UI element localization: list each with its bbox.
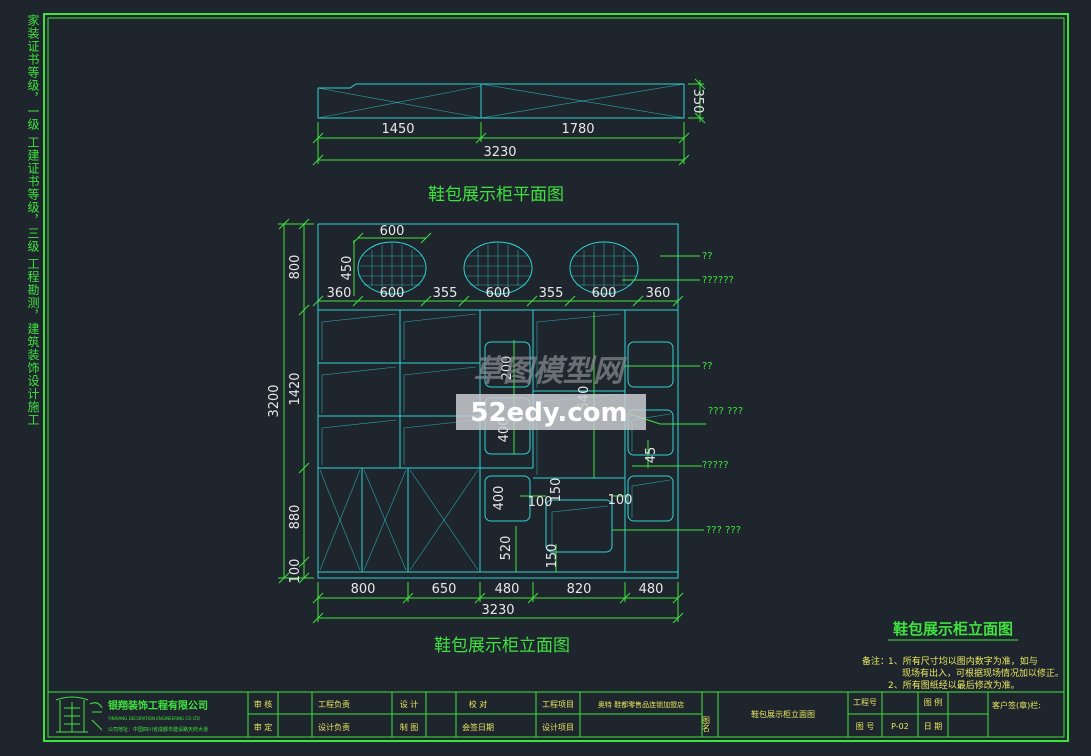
bottom-dim-3230: 3230 <box>481 603 514 618</box>
drawing-name: 鞋包展示柜立面图 <box>893 620 1013 638</box>
drawing-title: 鞋包展示柜立面图 <box>751 709 815 719</box>
left-dim-100: 100 <box>288 559 303 584</box>
label-sign-date: 会签日期 <box>462 722 494 732</box>
watermark-line1: 草图模型网 <box>473 354 627 389</box>
label-scale: 图 例 <box>924 697 943 707</box>
company-address: 公司地址：中国四川省成都市建设路天府大道 <box>108 726 208 733</box>
notes-line-2: 现场有出入，可根据现场情况加以修正。 <box>902 667 1064 679</box>
sheet-value: P-02 <box>891 722 909 731</box>
plan-dim-350: 350 <box>690 89 705 114</box>
elevation-title: 鞋包展示柜立面图 <box>434 636 570 656</box>
leader-1: ?? <box>702 251 713 262</box>
notes-label: 备注： <box>862 655 889 667</box>
watermark-line2: 52edy.com <box>470 398 627 428</box>
label-eng-lead: 工程负责 <box>318 699 350 709</box>
label-date: 日 期 <box>924 722 943 731</box>
circle-width-dim: 600 <box>380 224 405 239</box>
bottom-dim-650: 650 <box>432 582 457 597</box>
plan-title: 鞋包展示柜平面图 <box>428 185 564 205</box>
company-logo-icon <box>55 696 103 733</box>
company-name: 银翔装饰工程有限公司 <box>108 699 208 712</box>
inner-dim-200: 200 <box>500 356 515 381</box>
top-dim-6: 360 <box>646 286 671 301</box>
elevation-view: 360 600 355 600 355 600 360 600 450 3200… <box>267 218 743 656</box>
bottom-dim-800: 800 <box>351 582 376 597</box>
label-design-item: 设计项目 <box>542 722 574 732</box>
inner-dim-150b: 150 <box>545 544 560 569</box>
notes-line-1: 1、所有尺寸均以图内数字为准，如与 <box>888 655 1038 667</box>
leader-3: ?? <box>702 361 713 372</box>
label-sheet-no: 图 号 <box>856 722 875 731</box>
label-drafter: 制 图 <box>400 722 419 732</box>
plan-view: 1450 1780 3230 350 鞋包展示柜平面图 <box>312 78 706 205</box>
circle-cutout-2 <box>463 241 533 295</box>
project-name: 奥特 鞋都零售品连锁加盟店 <box>598 700 684 709</box>
inner-dim-520: 520 <box>499 536 514 561</box>
label-check: 审 定 <box>254 722 273 732</box>
inner-dim-100b: 100 <box>608 493 633 508</box>
top-dim-5: 600 <box>592 286 617 301</box>
plan-dim-1450: 1450 <box>381 122 414 137</box>
top-dim-2: 355 <box>433 286 458 301</box>
plan-dim-3230: 3230 <box>483 145 516 160</box>
left-dim-880: 880 <box>288 505 303 530</box>
watermark: 草图模型网 52edy.com <box>456 354 646 430</box>
right-section <box>533 310 674 572</box>
top-dim-4: 355 <box>539 286 564 301</box>
label-project: 工程项目 <box>542 700 574 709</box>
inner-dim-150a: 150 <box>549 478 564 503</box>
side-note: 家装证书等级，一级 工建证书等级，三级 工程勘测，建筑装饰设计施工 <box>26 14 40 427</box>
label-drawing: 图名 <box>702 716 711 733</box>
lower-doors <box>319 468 479 572</box>
leader-2: ?????? <box>702 275 734 286</box>
label-design-lead: 设计负责 <box>318 722 350 732</box>
left-dim-1420: 1420 <box>288 372 303 405</box>
top-dim-3: 600 <box>486 286 511 301</box>
inner-dim-100a: 100 <box>528 495 553 510</box>
label-client-sign: 客户签(章)栏: <box>992 700 1041 710</box>
circle-cutout-3 <box>569 241 639 295</box>
left-dim-3200: 3200 <box>267 384 282 417</box>
leader-4: ??? ??? <box>708 406 743 417</box>
bottom-dim-480b: 480 <box>639 582 664 597</box>
top-dim-0: 360 <box>327 286 352 301</box>
bottom-dim-480a: 480 <box>495 582 520 597</box>
inner-dim-45: 45 <box>644 447 659 464</box>
leader-5: ????? <box>702 460 729 471</box>
left-shelves <box>318 310 481 572</box>
left-dim-800: 800 <box>288 255 303 280</box>
leader-6: ??? ??? <box>706 525 741 536</box>
label-review: 审 核 <box>254 699 273 709</box>
plan-dim-1780: 1780 <box>561 122 594 137</box>
bottom-dim-820: 820 <box>567 582 592 597</box>
top-dim-1: 600 <box>380 286 405 301</box>
notes-line-3: 2、所有图纸经以最后修改为准。 <box>888 679 1020 691</box>
circle-cutout-1 <box>357 241 427 295</box>
label-job-no: 工程号 <box>853 698 877 707</box>
inner-dim-400b: 400 <box>492 486 507 511</box>
circle-height-dim: 450 <box>340 256 355 281</box>
label-designer: 设 计 <box>400 699 419 709</box>
outer-border <box>43 13 1069 742</box>
label-proofread: 校 对 <box>469 699 488 709</box>
title-block: 银翔装饰工程有限公司 YINXIANG DECORATION ENGINEERI… <box>47 691 1065 738</box>
company-english: YINXIANG DECORATION ENGINEERING CO LTD <box>107 716 200 721</box>
